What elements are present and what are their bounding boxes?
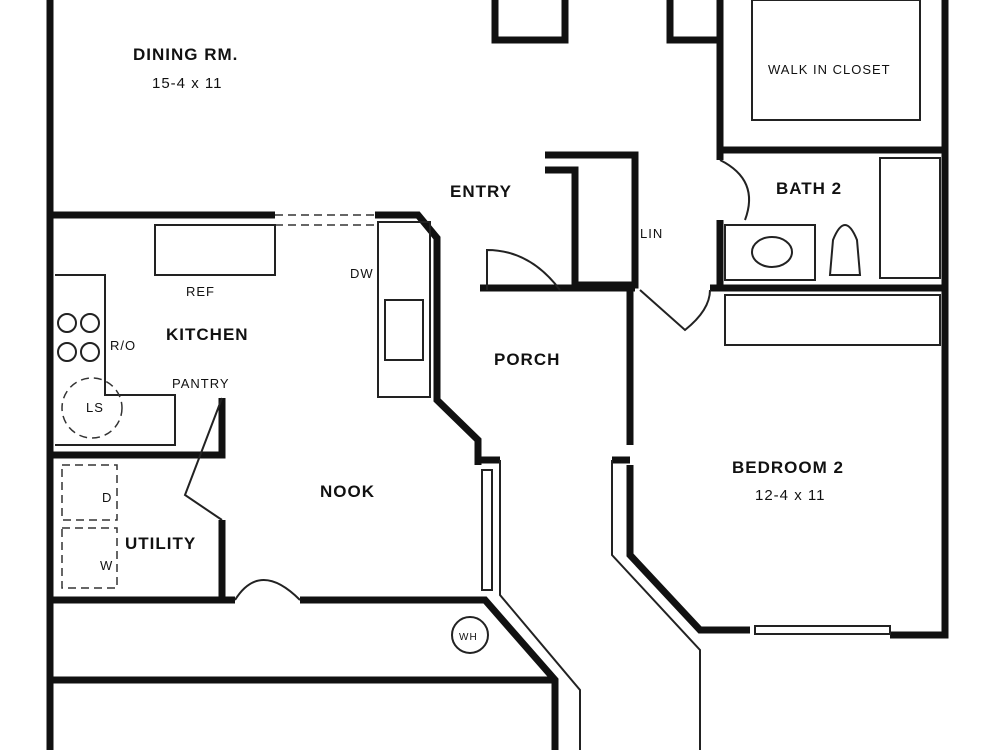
utility-door-swing: [183, 397, 223, 521]
burner: [80, 342, 100, 362]
burner: [80, 313, 100, 333]
closet-walls: [491, 0, 569, 44]
toilet: [828, 224, 862, 276]
utility-label: UTILITY: [125, 534, 196, 553]
details: [55, 0, 941, 750]
bath-sink: [751, 236, 793, 268]
hall-door-swing: [639, 289, 711, 332]
linen-walls: [545, 151, 639, 289]
counter-left: [55, 274, 176, 446]
dining-room-label: DINING RM.: [133, 45, 238, 64]
dryer-label: D: [102, 490, 112, 505]
kitchen-right-wall: [375, 211, 441, 290]
bedroom-left-wall-2: [626, 465, 750, 634]
linen-label: LIN: [640, 226, 663, 241]
dishwasher-label: DW: [350, 266, 374, 281]
entry-label: ENTRY: [450, 182, 512, 201]
refrigerator-label: REF: [186, 284, 215, 299]
water-heater-symbol: [451, 616, 489, 654]
bath-door-swing: [719, 159, 750, 221]
upper-cabinets: [154, 224, 276, 276]
porch-label: PORCH: [494, 350, 560, 369]
bathtub: [879, 157, 941, 279]
bedroom2-label: BEDROOM 2: [732, 458, 844, 477]
washer-label: W: [100, 558, 113, 573]
right-exterior-wall: [890, 0, 949, 639]
dryer-outline: [61, 464, 118, 521]
room-labels: DINING RM. 15-4 x 11 WALK IN CLOSET ENTR…: [86, 45, 891, 643]
dining-room-size: 15-4 x 11: [152, 75, 222, 92]
washer-outline: [61, 527, 118, 589]
counter-right: [377, 221, 431, 398]
burner: [57, 342, 77, 362]
burner: [57, 313, 77, 333]
nook-bottom-wall-2: [300, 596, 559, 750]
water-heater-label: WH: [459, 632, 478, 643]
bath-vanity: [724, 224, 816, 281]
bedroom-closet: [724, 294, 941, 346]
nook-label: NOOK: [320, 482, 375, 501]
walkway: [499, 460, 581, 750]
pantry-label: PANTRY: [172, 376, 230, 391]
bath2-label: BATH 2: [776, 179, 842, 198]
closet-shelf: [751, 0, 921, 121]
bedroom-window: [754, 625, 891, 635]
entry-door-swing: [486, 248, 561, 291]
lazy-susan: [61, 377, 123, 439]
walk-in-closet-label: WALK IN CLOSET: [768, 62, 891, 77]
bedroom2-size: 12-4 x 11: [755, 487, 825, 504]
kitchen-label: KITCHEN: [166, 325, 249, 344]
nook-window: [481, 469, 493, 591]
utility-top-wall: [50, 398, 226, 459]
walls: [46, 0, 949, 750]
kitchen-lower-wall: [433, 290, 482, 465]
range-oven-label: R/O: [110, 338, 136, 353]
walkway: [611, 460, 701, 750]
sink: [384, 299, 424, 361]
nook-door-swing: [234, 579, 301, 601]
lazy-susan-label: LS: [86, 400, 104, 415]
closet-walls-2: [666, 0, 720, 44]
